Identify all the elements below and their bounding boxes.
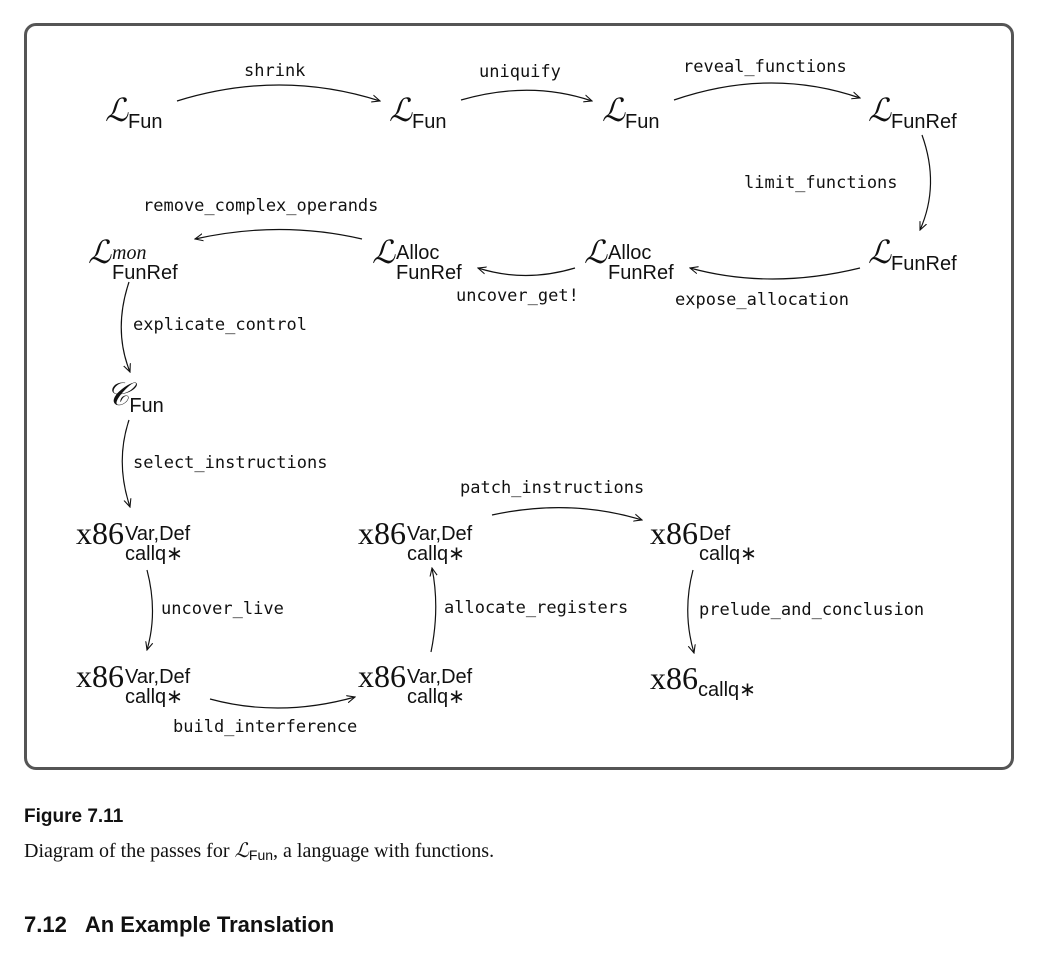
node-lfun-3: ℒFun [602,91,660,133]
diagram-frame [24,23,1014,770]
arrow-allocate-registers [431,568,436,653]
pass-label-allocate-registers: allocate_registers [444,598,629,618]
figure-label: Figure 7.11 [24,806,124,827]
arrow-prelude-and-conclusion [687,569,694,653]
pass-label-expose-allocation: expose_allocation [675,290,849,310]
pass-label-uncover-live: uncover_live [161,599,284,619]
arrow-shrink [176,84,380,101]
pass-label-select-instructions: select_instructions [133,453,328,473]
pass-label-remove-complex-operands: remove_complex_operands [143,196,379,216]
arrow-build-interference [209,697,355,709]
pass-label-build-interference: build_interference [173,717,358,737]
node-lfun-1: ℒFun [105,91,163,133]
arrow-explicate-control [120,281,130,372]
node-x86-final: x86callq∗ [650,660,756,701]
pass-label-prelude-and-conclusion: prelude_and_conclusion [699,600,925,620]
node-lfunref-1: ℒFunRef [868,91,957,133]
pass-label-shrink: shrink [244,61,306,81]
pass-label-limit-functions: limit_functions [744,173,898,193]
arrow-uncover-get [478,268,576,277]
node-lfun-2: ℒFun [389,91,447,133]
pass-label-patch-instructions: patch_instructions [460,478,645,498]
arrow-limit-functions [919,134,932,230]
arrow-uniquify [460,89,592,101]
arrow-expose-allocation [690,268,861,280]
node-cfun: 𝒞Fun [106,375,164,417]
pass-label-uncover-get: uncover_get! [456,286,579,306]
arrow-remove-complex-operands [195,228,363,240]
arrow-uncover-live [147,569,153,650]
arrow-patch-instructions [491,507,642,520]
node-lfunref-2: ℒFunRef [868,233,957,275]
arrow-select-instructions [121,419,130,507]
arrow-reveal-functions [673,82,860,101]
pass-label-reveal-functions: reveal_functions [683,57,847,77]
pass-label-explicate-control: explicate_control [133,315,307,335]
pass-label-uniquify: uniquify [479,62,561,82]
figure-caption: Diagram of the passes for ℒFun, a langua… [24,838,495,863]
